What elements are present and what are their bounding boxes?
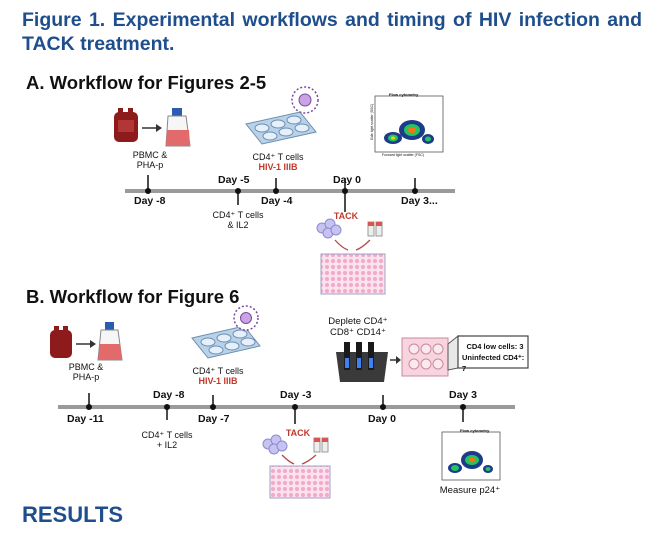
cd4-label: CD4⁺ T cells <box>252 152 304 162</box>
cell-ratio-line-2: Uninfected CD4⁺: 7 <box>462 353 525 373</box>
day-label: Day 3... <box>401 195 438 207</box>
pbmc-line-1: PBMC & <box>68 362 104 372</box>
cell-cluster-icon <box>262 434 288 455</box>
six-well-plate-icon <box>245 111 317 145</box>
cd4-label: CD4⁺ T cells <box>192 366 244 376</box>
magnetic-separator-icon <box>336 342 388 382</box>
pbmc-line-2: PHA-p <box>72 372 100 382</box>
figure-label: Figure 1. <box>22 9 106 31</box>
virus-icon <box>233 305 259 331</box>
cell-ratio-box <box>457 335 529 369</box>
arrow-icon <box>390 356 401 364</box>
96-well-plate-icon <box>320 253 386 295</box>
hiv-strain-label: HIV-1 IIIB <box>258 162 298 172</box>
flow-plot-ylabel: Side light scatter (SSC) <box>370 103 375 141</box>
arrow-icon <box>142 124 162 132</box>
day-label: Day -5 <box>218 174 250 186</box>
arrow-icon <box>281 454 317 465</box>
day-label: Day 0 <box>368 413 397 425</box>
tube-icon <box>313 437 329 453</box>
six-well-plate-icon <box>191 325 261 359</box>
figure-title: Figure 1. Experimental workflows and tim… <box>22 8 642 56</box>
flow-cytometry-plot <box>374 95 444 153</box>
tack-label: TACK <box>285 428 311 438</box>
blood-bag-icon <box>50 326 72 358</box>
flow-plot-title: Flow cytometry <box>460 428 490 433</box>
pbmc-label: PBMC & PHA-p <box>120 150 180 170</box>
hiv-strain-label: HIV-1 IIIB <box>198 376 238 386</box>
il2-line-2: & IL2 <box>227 220 249 230</box>
day-label: Day -8 <box>134 195 166 207</box>
day-label: Day -11 <box>67 413 104 425</box>
virus-icon <box>291 86 319 114</box>
il2-line-1: CD4⁺ T cells <box>212 210 264 220</box>
tack-label: TACK <box>333 211 359 221</box>
il2-label: CD4⁺ T cells + IL2 <box>130 430 204 450</box>
day-label: Day -4 <box>261 195 293 207</box>
callout-pointer <box>447 334 459 371</box>
flow-cytometry-plot <box>441 431 501 481</box>
pbmc-line-2: PHA-p <box>136 160 164 170</box>
arrow-icon <box>334 239 371 251</box>
il2-line-1: CD4⁺ T cells <box>141 430 193 440</box>
culture-flask-icon <box>165 108 191 147</box>
pbmc-label: PBMC & PHA-p <box>56 362 116 382</box>
blood-bag-icon <box>114 108 138 142</box>
il2-line-2: + IL2 <box>156 440 178 450</box>
il2-label: CD4⁺ T cells & IL2 <box>200 210 276 230</box>
arrow-icon <box>76 340 96 348</box>
panel-b-heading: B. Workflow for Figure 6 <box>26 286 240 307</box>
day-label: Day -3 <box>280 389 312 401</box>
deplete-line-1: Deplete CD4⁺ <box>328 316 388 327</box>
cell-ratio-line-1: CD4 low cells: 3 <box>466 342 524 351</box>
96-well-plate-icon <box>269 465 331 499</box>
flow-plot-xlabel: Forward light scatter (FSC) <box>382 153 425 157</box>
day-label: Day -8 <box>153 389 185 401</box>
panel-a-heading: A. Workflow for Figures 2-5 <box>26 72 267 93</box>
tube-icon <box>367 221 383 237</box>
well-plate-icon <box>401 337 449 377</box>
cd4-infection-label: CD4⁺ T cells HIV-1 IIIB <box>178 366 258 386</box>
pbmc-line-1: PBMC & <box>132 150 168 160</box>
flow-plot-title: Flow cytometry <box>389 92 419 97</box>
culture-flask-icon <box>97 322 123 361</box>
results-heading: RESULTS <box>22 502 124 527</box>
day-label: Day 0 <box>333 174 362 186</box>
day-label: Day -7 <box>198 413 230 425</box>
measure-label: Measure p24⁺ <box>439 485 501 496</box>
deplete-line-2: CD8⁺ CD14⁺ <box>330 327 386 338</box>
figure-caption: Experimental workflows and timing of HIV… <box>22 9 642 55</box>
day-label: Day 3 <box>449 389 478 401</box>
cell-ratio-text: CD4 low cells: 3 Uninfected CD4⁺: 7 <box>462 341 528 374</box>
cell-cluster-icon <box>316 218 342 239</box>
depletion-label: Deplete CD4⁺ CD8⁺ CD14⁺ <box>322 316 394 338</box>
cd4-infection-label: CD4⁺ T cells HIV-1 IIIB <box>238 152 318 172</box>
